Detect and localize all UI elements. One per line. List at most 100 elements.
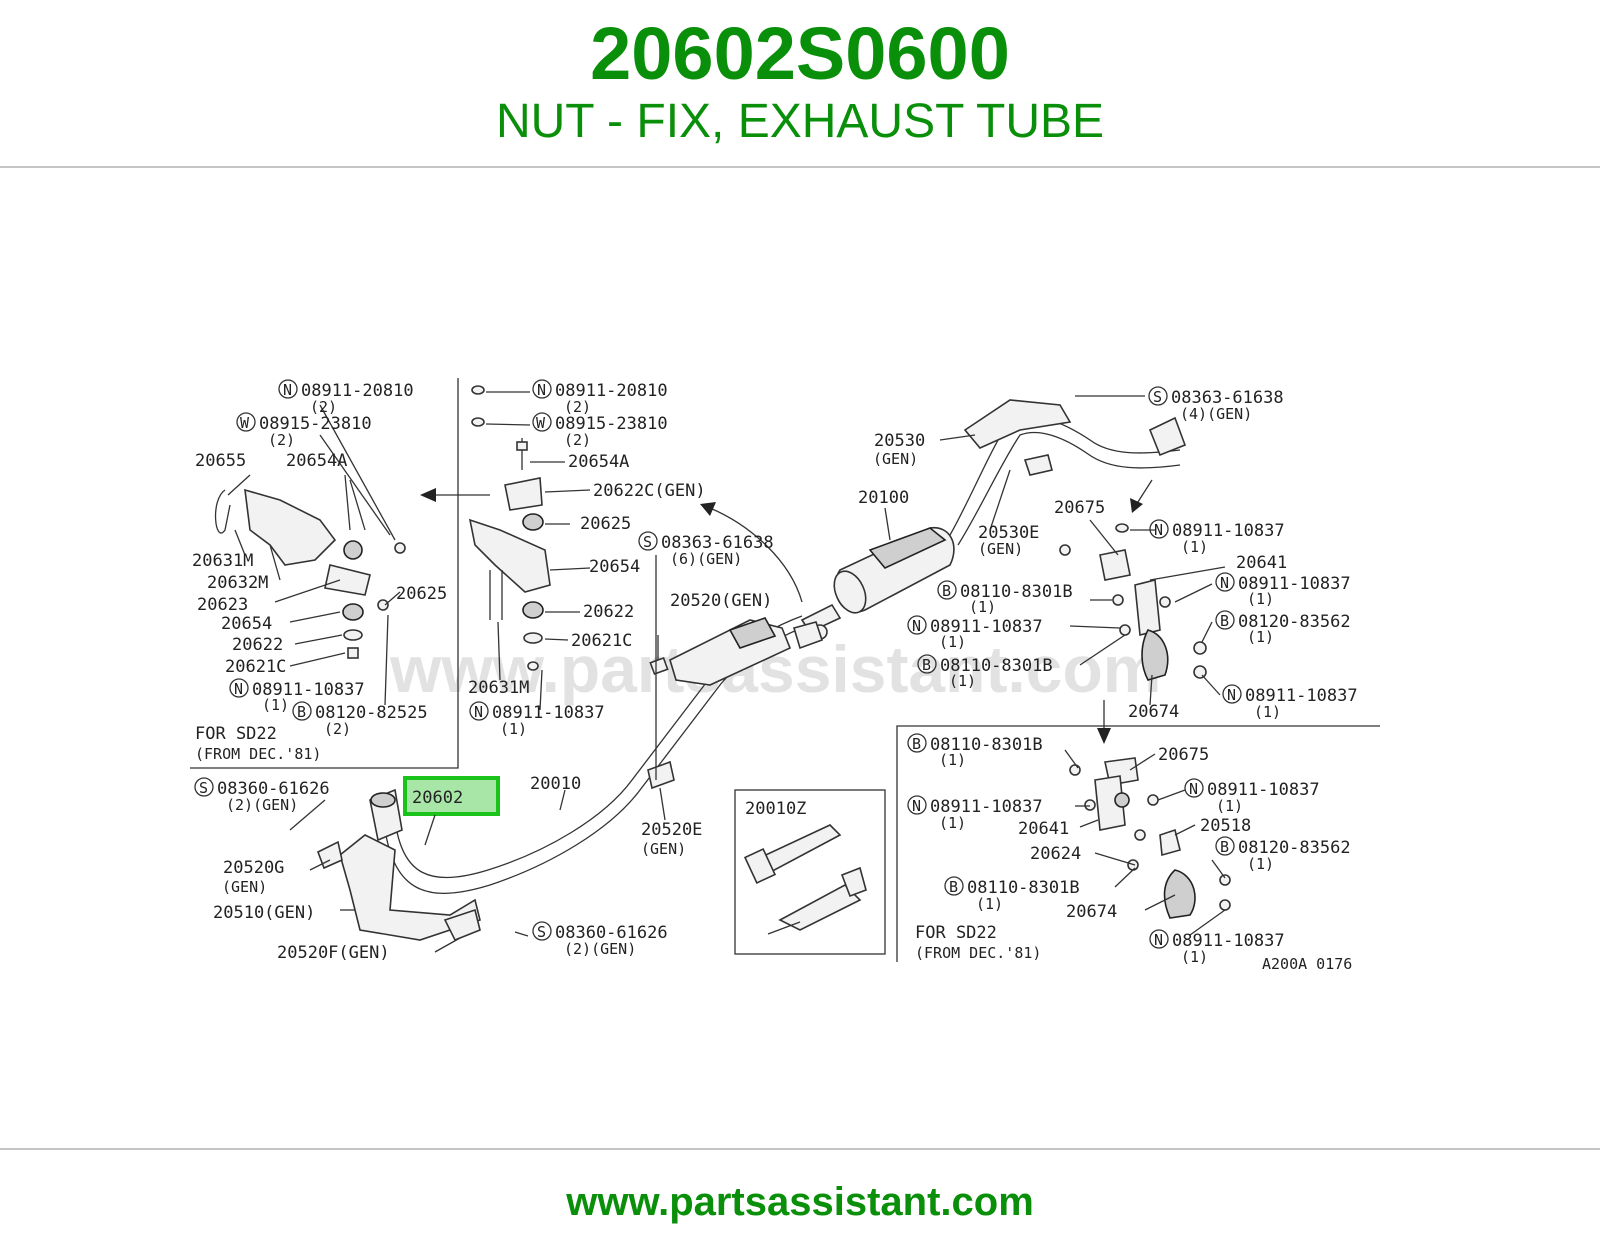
part-name-subtitle: NUT - FIX, EXHAUST TUBE [495,95,1105,148]
svg-text:N: N [1227,686,1236,704]
highlighted-part-label[interactable]: 20602 [412,788,463,808]
svg-text:08360-61626: 08360-61626 [555,923,668,943]
arrow-left-icon [420,488,436,502]
exhaust-parts-diagram: www.partsassistant.com [190,378,1380,973]
tail-tube [949,399,1187,546]
svg-text:B: B [949,878,958,896]
callouts-left-detail: N 08911-20810 (2) W 08915-23810 (2) 2065… [192,379,447,763]
svg-text:S: S [199,779,208,797]
svg-text:(1): (1) [939,751,966,769]
callouts-upper-right: 20675 N 08911-10837 (1) 20641 B 08110-83… [907,498,1358,722]
note-date: (FROM DEC.'81) [195,745,321,763]
svg-text:N: N [1189,780,1198,798]
svg-text:(1): (1) [1247,590,1274,608]
svg-text:20622: 20622 [583,602,634,622]
left-hanger-bracket [214,479,406,659]
svg-text:(1): (1) [1181,538,1208,556]
svg-text:W: W [240,414,250,432]
svg-text:N: N [234,680,243,698]
svg-text:N: N [474,703,483,721]
svg-text:20622: 20622 [232,635,283,655]
svg-text:B: B [942,582,951,600]
svg-text:08911-10837: 08911-10837 [1238,574,1351,594]
svg-text:(6)(GEN): (6)(GEN) [670,550,742,568]
svg-text:20655: 20655 [195,451,246,471]
footer-divider [0,1148,1600,1150]
main-muffler [792,527,955,650]
svg-text:08911-10837: 08911-10837 [1172,521,1285,541]
svg-text:08120-83562: 08120-83562 [1238,838,1351,858]
svg-text:(2): (2) [564,398,591,416]
svg-text:(1): (1) [976,895,1003,913]
svg-text:20674: 20674 [1066,902,1117,922]
website-link[interactable]: www.partsassistant.com [566,1180,1034,1224]
svg-text:(1): (1) [1247,855,1274,873]
svg-text:20641: 20641 [1018,819,1069,839]
svg-text:20654A: 20654A [286,451,347,471]
svg-text:W: W [536,414,546,432]
arrow-down-icon [1097,728,1111,744]
svg-text:20654A: 20654A [568,452,629,472]
svg-text:(1): (1) [500,720,527,738]
svg-text:20674: 20674 [1128,702,1179,722]
svg-text:08911-20810: 08911-20810 [555,381,668,401]
svg-text:20530: 20530 [874,431,925,451]
svg-text:20010: 20010 [530,774,581,794]
lower-right-hanger [1069,757,1231,919]
svg-text:N: N [537,381,546,399]
note-model-right: FOR SD22 [915,923,997,943]
part-number-title: 20602S0600 [590,12,1010,95]
svg-text:08911-10837: 08911-10837 [1207,780,1320,800]
svg-text:(GEN): (GEN) [978,540,1023,558]
svg-text:20622C(GEN): 20622C(GEN) [593,481,706,501]
svg-text:20530E: 20530E [978,523,1039,543]
page-header: 20602S0600 NUT - FIX, EXHAUST TUBE [0,0,1600,168]
svg-text:(2): (2) [310,398,337,416]
svg-text:08110-8301B: 08110-8301B [940,656,1053,676]
svg-text:08110-8301B: 08110-8301B [967,878,1080,898]
svg-text:08363-61638: 08363-61638 [1171,388,1284,408]
detail-frame-right [896,725,1380,962]
note-model: FOR SD22 [195,724,277,744]
svg-text:08120-83562: 08120-83562 [1238,612,1351,632]
arrow-up-left-icon [700,502,716,516]
svg-text:(GEN): (GEN) [873,450,918,468]
svg-text:20518: 20518 [1200,816,1251,836]
figure-code: A200A 0176 [1262,955,1352,973]
svg-text:S: S [537,923,546,941]
svg-text:20654: 20654 [589,557,640,577]
highlighted-part-box[interactable] [403,776,500,816]
header-divider [0,166,1600,168]
svg-text:20631M: 20631M [192,551,253,571]
svg-text:(1): (1) [262,696,289,714]
svg-text:(1): (1) [1181,948,1208,966]
svg-text:20520F(GEN): 20520F(GEN) [277,943,390,963]
svg-text:N: N [1220,574,1229,592]
rear-hanger-bracket [1059,523,1207,681]
svg-text:N: N [283,381,292,399]
svg-text:N: N [1154,521,1163,539]
svg-text:20520(GEN): 20520(GEN) [670,591,772,611]
svg-text:N: N [912,797,921,815]
svg-text:08363-61638: 08363-61638 [661,533,774,553]
svg-text:(4)(GEN): (4)(GEN) [1180,405,1252,423]
svg-text:08110-8301B: 08110-8301B [960,582,1073,602]
svg-text:N: N [1154,931,1163,949]
svg-text:20625: 20625 [580,514,631,534]
svg-text:08911-10837: 08911-10837 [492,703,605,723]
svg-text:08911-10837: 08911-10837 [930,797,1043,817]
arrow-down-icon [1130,498,1143,513]
svg-text:08911-10837: 08911-10837 [1245,686,1358,706]
svg-text:(1): (1) [1254,703,1281,721]
svg-text:B: B [1220,838,1229,856]
svg-text:(1): (1) [949,672,976,690]
svg-text:B: B [912,735,921,753]
svg-text:20654: 20654 [221,614,272,634]
svg-text:N: N [912,617,921,635]
leader-lines [227,391,1226,953]
kit-frame [734,789,886,955]
middle-hanger-bracket [468,385,551,671]
svg-text:20632M: 20632M [207,573,268,593]
svg-text:20520E: 20520E [641,820,702,840]
svg-text:20624: 20624 [1030,844,1081,864]
